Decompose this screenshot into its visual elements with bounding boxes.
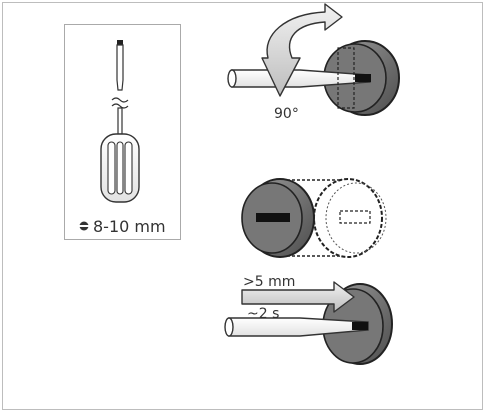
insert-depth-label: >5 mm: [243, 274, 295, 290]
insert-step: [224, 281, 393, 365]
push-arrow-icon: [241, 281, 355, 313]
rotate-step: [227, 3, 400, 116]
slot-orientation-step: [241, 178, 387, 258]
insert-time-label: ~2 s: [247, 306, 279, 322]
rotate-arrow-icon: [261, 3, 343, 97]
screwdriver-size-label: 8-10 mm: [93, 217, 166, 236]
rotate-angle-label: 90°: [274, 106, 299, 122]
screwdriver-icon: [100, 40, 140, 203]
slot-width-icon: [79, 221, 89, 231]
illustration-frame: [2, 2, 483, 410]
